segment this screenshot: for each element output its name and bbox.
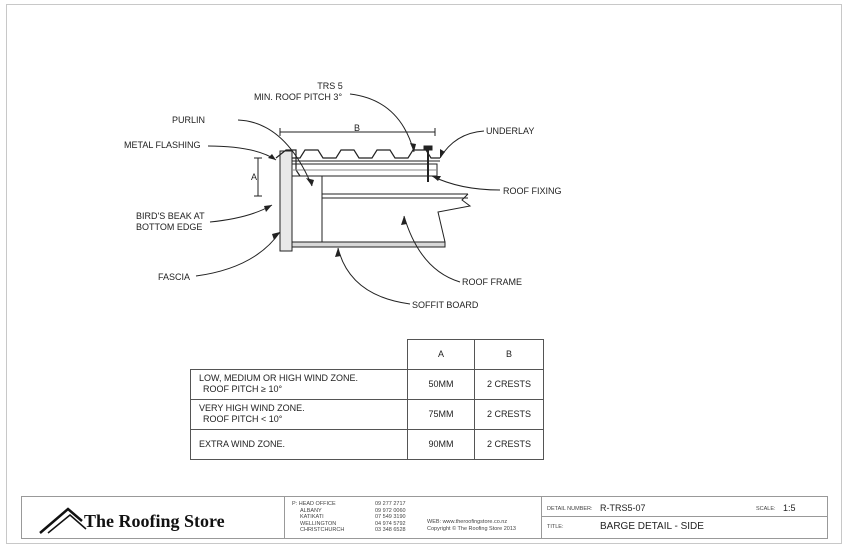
roof-fixing-label: ROOF FIXING (503, 186, 562, 196)
purlin-arrow (306, 178, 314, 186)
drawing-title: BARGE DETAIL - SIDE (600, 521, 704, 532)
office-phones: 09 277 2717 09 972 0060 07 549 3190 04 9… (375, 501, 406, 534)
b-value-cell: 2 CRESTS (474, 368, 544, 400)
zone-line1: VERY HIGH WIND ZONE. (199, 403, 305, 413)
roof-frame-arrow (401, 216, 407, 225)
fascia-leader (195, 231, 281, 277)
fascia-board (279, 150, 293, 252)
roof-fixing-arrow (432, 176, 441, 181)
zone-line2: ROOF PITCH ≥ 10° (203, 384, 283, 394)
birds-beak-label-line2: BOTTOM EDGE (136, 222, 202, 232)
birds-beak-label-line1: BIRD'S BEAK AT (136, 211, 205, 221)
scale-value: 1:5 (783, 503, 796, 513)
metal-flashing-arrow (268, 154, 276, 160)
dimension-b-label: B (354, 123, 360, 133)
table-row: EXTRA WIND ZONE. 90MM 2 CRESTS (190, 428, 544, 460)
zone-cell: VERY HIGH WIND ZONE. ROOF PITCH < 10° (190, 398, 408, 430)
copyright: Copyright © The Roofing Store 2013 (427, 525, 516, 532)
zone-cell: LOW, MEDIUM OR HIGH WIND ZONE. ROOF PITC… (190, 368, 408, 400)
table-header-row: A B (191, 339, 544, 370)
birds-beak-arrow (264, 205, 272, 212)
office-name: KATIKATI (300, 514, 324, 521)
office-phone: 07 549 3190 (375, 514, 406, 521)
roof-fixing-head (423, 145, 433, 151)
underlay-arrow (440, 149, 445, 158)
fascia-label: FASCIA (158, 272, 190, 282)
underlay-leader (439, 130, 485, 159)
company-name: The Roofing Store (84, 511, 225, 531)
b-value-cell: 2 CRESTS (474, 398, 544, 430)
website: WEB: www.theroofingstore.co.nz (427, 519, 508, 525)
purlin-label: PURLIN (172, 115, 205, 125)
detail-number-label: DETAIL NUMBER: (547, 506, 593, 512)
title-block: The Roofing Store P: HEAD OFFICE ALBANY … (21, 496, 828, 539)
soffit-board-leader (337, 247, 411, 305)
office-phone: 09 277 2717 (375, 501, 406, 507)
metal-flashing-label: METAL FLASHING (124, 140, 201, 150)
office-phone: 03 348 6528 (375, 527, 406, 534)
title-block-divider (284, 497, 285, 538)
a-value-cell: 75MM (407, 398, 475, 430)
office-name: ALBANY (300, 507, 322, 514)
title-block-divider (541, 497, 542, 538)
table-row: LOW, MEDIUM OR HIGH WIND ZONE. ROOF PITC… (190, 368, 544, 400)
roof-sheet (292, 149, 440, 159)
birds-beak-leader (209, 204, 273, 223)
barge-detail-drawing: TRS 5 MIN. ROOF PITCH 3° PURLIN METAL FL… (124, 81, 562, 310)
roof-frame-block (291, 175, 323, 243)
table-header-b: B (474, 339, 544, 370)
roof-frame-label: ROOF FRAME (462, 277, 522, 287)
b-value-cell: 2 CRESTS (474, 428, 544, 460)
zone-line1: EXTRA WIND ZONE. (199, 438, 286, 449)
soffit-board (291, 241, 446, 248)
office-phone: 04 974 5792 (375, 520, 406, 527)
wind-zone-table: A B LOW, MEDIUM OR HIGH WIND ZONE. ROOF … (190, 339, 544, 460)
metal-flashing (275, 149, 301, 177)
fascia-arrow (272, 232, 280, 240)
a-value-cell: 90MM (407, 428, 475, 460)
trs-arrow (410, 143, 416, 152)
dimension-a-label: A (251, 172, 257, 182)
office-name: WELLINGTON (300, 520, 337, 527)
detail-number: R-TRS5-07 (600, 503, 646, 513)
a-value-cell: 50MM (407, 368, 475, 400)
sheet-border (6, 4, 842, 544)
roof-frame-leader (403, 215, 461, 283)
roof-logo-icon (39, 507, 87, 534)
office-list: P: HEAD OFFICE ALBANY KATIKATI WELLINGTO… (292, 501, 344, 534)
trs-label: TRS 5 (317, 81, 343, 91)
underlay-label: UNDERLAY (486, 126, 534, 136)
soffit-board-arrow (335, 248, 341, 257)
office-name: P: HEAD OFFICE (292, 501, 336, 507)
table-header-blank (191, 340, 408, 370)
purlin-leader (237, 119, 313, 187)
zone-line2: ROOF PITCH < 10° (203, 414, 283, 424)
office-phone: 09 972 0060 (375, 507, 406, 514)
metal-flashing-leader (207, 145, 277, 161)
table-row: VERY HIGH WIND ZONE. ROOF PITCH < 10° 75… (190, 398, 544, 430)
trs-leader (349, 93, 415, 153)
soffit-board-label: SOFFIT BOARD (412, 300, 479, 310)
pitch-label: MIN. ROOF PITCH 3° (254, 92, 343, 102)
contact-info: WEB: www.theroofingstore.co.nz Copyright… (427, 519, 516, 532)
title-block-row-divider (541, 516, 827, 517)
scale-label: SCALE: (756, 506, 776, 512)
table-header-a: A (407, 339, 475, 370)
zone-cell: EXTRA WIND ZONE. (190, 428, 408, 460)
roof-fixing-leader (431, 175, 501, 191)
office-name: CHRISTCHURCH (300, 527, 345, 534)
break-line (437, 193, 472, 243)
zone-line1: LOW, MEDIUM OR HIGH WIND ZONE. (199, 373, 358, 383)
title-label: TITLE: (547, 524, 564, 530)
